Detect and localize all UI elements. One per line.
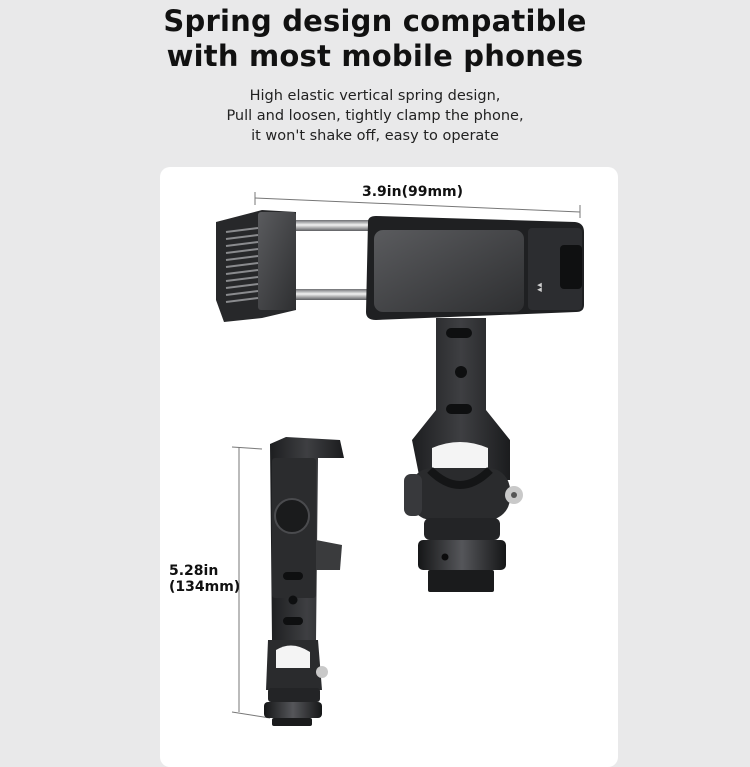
subtitle-line-1: High elastic vertical spring design, [249,88,501,104]
height-dimension-label: 5.28in (134mm) [169,563,240,595]
clamp-body: ▲▲ [366,216,584,320]
ball-head [404,467,523,592]
lock-knob [418,540,506,570]
height-dimension-line [231,446,271,719]
product-illustration: ▲▲ [216,192,584,726]
height-label-inches: 5.28in [169,563,219,579]
spring-rod-bottom [285,289,375,300]
spring-rod-top [285,220,375,231]
left-jaw [216,210,296,322]
height-label-mm: (134mm) [169,579,241,595]
grip-pad [374,230,524,312]
headline-line-2: with most mobile phones [166,39,584,73]
subtitle-line-2: Pull and loosen, tightly clamp the phone… [226,108,524,124]
subtitle-line-3: it won't shake off, easy to operate [251,128,499,144]
brand-logo-mark: ▲▲ [536,282,543,292]
mount-arm [412,318,510,480]
width-dimension-line [254,192,581,218]
width-dimension-label: 3.9in(99mm) [362,184,464,200]
page-headline: Spring design compatible with most mobil… [0,4,750,74]
side-view-clamp [264,437,344,726]
page-subtitle: High elastic vertical spring design, Pul… [0,86,750,146]
cold-shoe-foot [428,570,494,592]
front-view-clamp: ▲▲ [216,210,584,592]
headline-line-1: Spring design compatible [163,4,587,38]
